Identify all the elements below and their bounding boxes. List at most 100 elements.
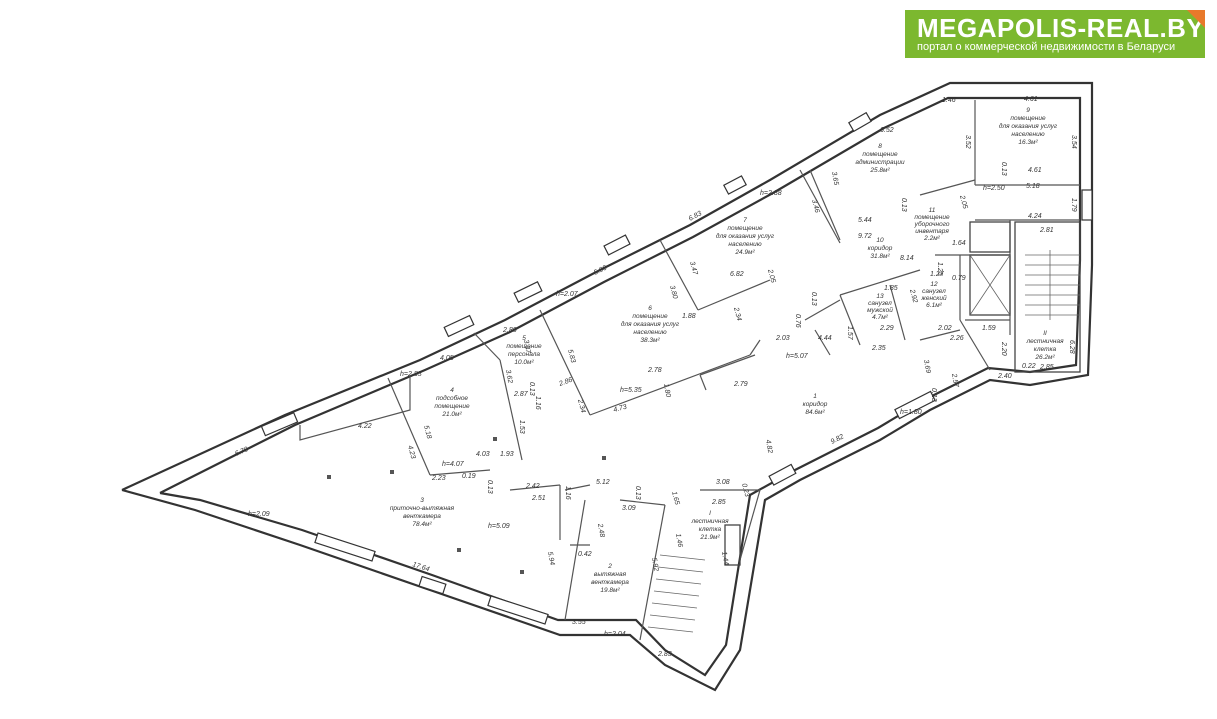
dimension: 1.93 (500, 451, 514, 458)
dimension: 4.44 (818, 335, 832, 342)
dimension: 0.13 (634, 486, 641, 500)
dimension: 0.76 (794, 314, 801, 328)
dimension: h=2.88 (760, 190, 782, 197)
dimension: 5.90 (593, 264, 608, 276)
dimension: 2.92 (908, 288, 919, 304)
dimension: 1.46 (942, 97, 956, 104)
dimension: 0.13 (810, 292, 817, 306)
dimension: 1.85 (884, 285, 898, 292)
dimension: 2.23 (431, 475, 446, 482)
dimension: 6.82 (730, 271, 744, 278)
dimension: 0.22 (1022, 363, 1036, 370)
dimension: 5.18 (422, 425, 432, 440)
dimension: 2.79 (733, 381, 748, 388)
dimension: 8.14 (900, 255, 914, 262)
dimension: 0.79 (952, 275, 966, 282)
partitions (299, 100, 1080, 641)
dimension: 5.92 (650, 557, 659, 572)
windows (260, 111, 1093, 625)
dimension: 5.94 (546, 551, 555, 566)
logo-corner-mark (1187, 10, 1205, 28)
dimension: 2.57 (950, 372, 960, 389)
dimension: 1.57 (846, 326, 853, 341)
dimension: 0.13 (1000, 162, 1007, 176)
dimension: 2.35 (871, 345, 886, 352)
dimension: h=1.80 (900, 409, 922, 416)
dimension: 0.13 (528, 382, 535, 396)
dimension: h=2.50 (983, 185, 1005, 192)
dimension: 0.13 (900, 198, 907, 212)
dimension: 0.13 (930, 388, 937, 402)
dimension: 1.79 (1070, 198, 1077, 212)
logo-brand-text: MEGAPOLIS-REAL.BY (917, 13, 1205, 43)
dimension: 3.52 (964, 135, 971, 149)
dimension: 2.03 (775, 335, 790, 342)
dimension: 4.61 (1024, 96, 1038, 103)
dimension: 2.48 (596, 522, 605, 538)
dimension: 3.62 (504, 369, 513, 384)
dimension: 2.26 (949, 335, 964, 342)
dimension: 2.83 (657, 651, 672, 658)
dimension: 2.87 (513, 391, 529, 398)
column-marks (327, 437, 606, 574)
dimension: 0.13 (486, 480, 493, 494)
dimension: 9.72 (858, 233, 872, 240)
dimension: 0.19 (462, 473, 476, 480)
dimension: 2.51 (531, 495, 546, 502)
dimension: 4.73 (613, 404, 628, 414)
dimension: 1.46 (674, 533, 683, 548)
dimension: 6.52 (880, 127, 894, 134)
dimension: h=2.07 (556, 291, 579, 298)
dimension: 1.59 (982, 325, 996, 332)
dimension: 3.09 (622, 505, 636, 512)
dimension: 1.88 (682, 313, 696, 320)
dimension: 2.86 (557, 377, 573, 389)
dimension: h=2.04 (604, 631, 626, 638)
dimension: 5.12 (596, 479, 610, 486)
dimension: 5.18 (1026, 183, 1040, 190)
dimension: 4.03 (476, 451, 490, 458)
dimension: 3.37 (522, 339, 531, 355)
dimension: 3.65 (830, 171, 839, 186)
dimension: 0.42 (578, 551, 592, 558)
dimension: 2.05 (958, 194, 969, 210)
dimension: 1.16 (534, 396, 541, 410)
dimension: 4.24 (1028, 213, 1042, 220)
dimension: h=5.35 (620, 387, 642, 394)
dimension: 2.85 (1039, 364, 1054, 371)
dimension: 2.05 (766, 268, 777, 284)
dimension: 9.82 (830, 433, 845, 445)
dimension: 3.47 (688, 261, 699, 277)
dimension: 4.05 (440, 355, 454, 362)
stairs (647, 221, 1081, 633)
dimension: 1.64 (952, 240, 966, 247)
dimension: 6.70 (234, 446, 249, 458)
dimension: 4.82 (764, 439, 773, 454)
dimension: 3.55 (572, 619, 586, 626)
dimension: h=5.07 (786, 353, 809, 360)
dimension: 1.53 (518, 420, 525, 434)
dimension: 3.80 (668, 285, 678, 300)
dimension: 1.25 (936, 262, 943, 276)
logo-tagline: портал о коммерческой недвижимости в Бел… (917, 41, 1176, 53)
outer-walls (121, 81, 1094, 692)
dimension: 5.44 (858, 217, 872, 224)
dimension: 5.83 (566, 349, 576, 364)
dimension: 2.80 (502, 327, 517, 334)
dimension: h=2.09 (248, 511, 270, 518)
dimension: 1.16 (564, 486, 571, 500)
dimension-labels: 1.46 4.61 3.52 0.13 3.54 4.61 6.52 3.65 … (234, 96, 1077, 658)
site-logo[interactable]: MEGAPOLIS-REAL.BY портал о коммерческой … (905, 10, 1205, 58)
